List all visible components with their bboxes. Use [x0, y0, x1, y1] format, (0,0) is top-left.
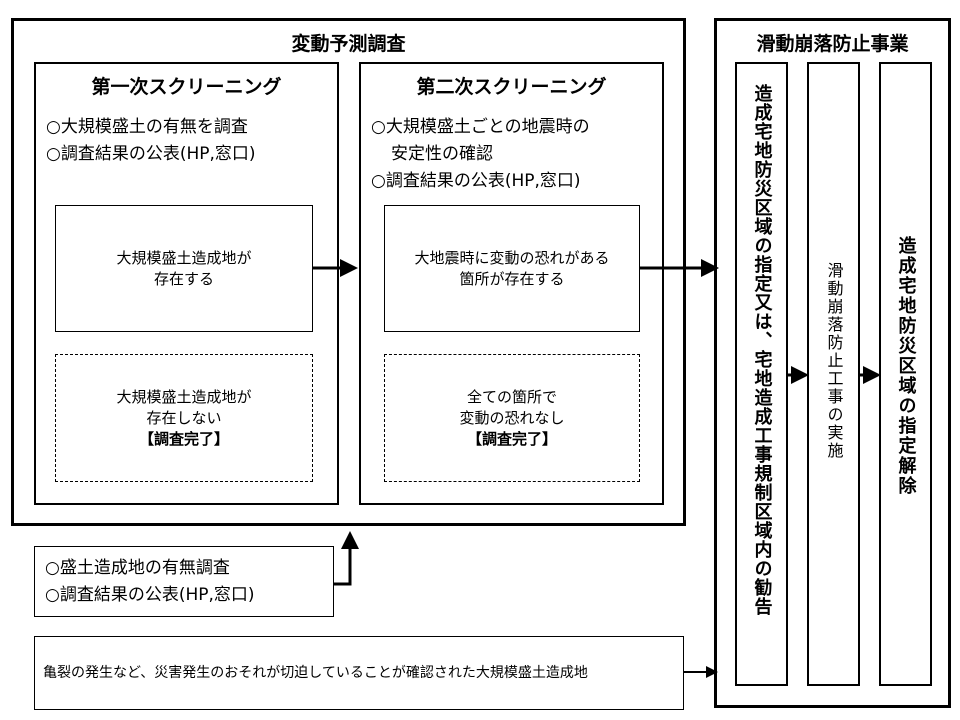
second-item-1: ○大規模盛土ごとの地震時の	[371, 117, 590, 137]
first-found-box: 大規模盛土造成地が 存在する	[55, 205, 313, 332]
first-screening-title: 第一次スクリーニング	[91, 76, 282, 98]
prelim-item-2: ○調査結果の公表(HP,窓口)	[45, 585, 255, 605]
first-not-found-line-1: 大規模盛土造成地が	[116, 387, 252, 406]
project-step-release-text: 造成宅地防災区域の指定解除	[895, 236, 917, 496]
urgent-case-box: 亀裂の発生など、災害発生のおそれが切迫していることが確認された大規模盛土造成地	[34, 636, 684, 710]
urgent-case-text: 亀裂の発生など、災害発生のおそれが切迫していることが確認された大規模盛土造成地	[43, 664, 588, 681]
first-not-found-box: 大規模盛土造成地が 存在しない 【調査完了】	[55, 354, 313, 482]
survey-title: 変動予測調査	[291, 33, 406, 55]
project-step-designation-text: 造成宅地防災区域の指定又は、宅地造成工事規制区域内の勧告	[751, 84, 773, 616]
arrow-prelim-to-survey	[334, 531, 359, 586]
first-item-1: ○大規模盛土の有無を調査	[46, 117, 248, 137]
first-not-found-line-2: 存在しない	[146, 408, 222, 427]
prelim-survey-box: ○盛土造成地の有無調査 ○調査結果の公表(HP,窓口)	[34, 546, 334, 617]
second-item-1-cont: 安定性の確認	[391, 144, 493, 164]
project-title: 滑動崩落防止事業	[756, 33, 909, 55]
first-item-2: ○調査結果の公表(HP,窓口)	[46, 144, 256, 164]
second-complete-label: 【調査完了】	[466, 429, 557, 448]
project-step-works-text: 滑動崩落防止工事の実施	[824, 262, 844, 460]
second-screening-title: 第二次スクリーニング	[416, 76, 607, 98]
second-found-line-2: 箇所が存在する	[459, 269, 565, 288]
second-screening-items: ○大規模盛土ごとの地震時の 安定性の確認 ○調査結果の公表(HP,窓口)	[371, 114, 590, 195]
second-not-found-line-2: 変動の恐れなし	[459, 408, 565, 427]
project-step-designation: 造成宅地防災区域の指定又は、宅地造成工事規制区域内の勧告	[735, 62, 788, 686]
second-not-found-line-1: 全ての箇所で	[466, 387, 557, 406]
first-complete-label: 【調査完了】	[138, 429, 229, 448]
project-step-works: 滑動崩落防止工事の実施	[807, 62, 860, 686]
second-not-found-box: 全ての箇所で 変動の恐れなし 【調査完了】	[384, 354, 640, 482]
first-found-line-2: 存在する	[153, 269, 214, 288]
prelim-items: ○盛土造成地の有無調査 ○調査結果の公表(HP,窓口)	[45, 555, 255, 609]
prelim-item-1: ○盛土造成地の有無調査	[45, 558, 230, 578]
second-found-line-1: 大地震時に変動の恐れがある	[414, 248, 610, 267]
first-screening-items: ○大規模盛土の有無を調査 ○調査結果の公表(HP,窓口)	[46, 114, 256, 168]
second-item-2: ○調査結果の公表(HP,窓口)	[371, 171, 581, 191]
first-found-line-1: 大規模盛土造成地が	[116, 248, 252, 267]
second-found-box: 大地震時に変動の恐れがある 箇所が存在する	[384, 205, 640, 332]
